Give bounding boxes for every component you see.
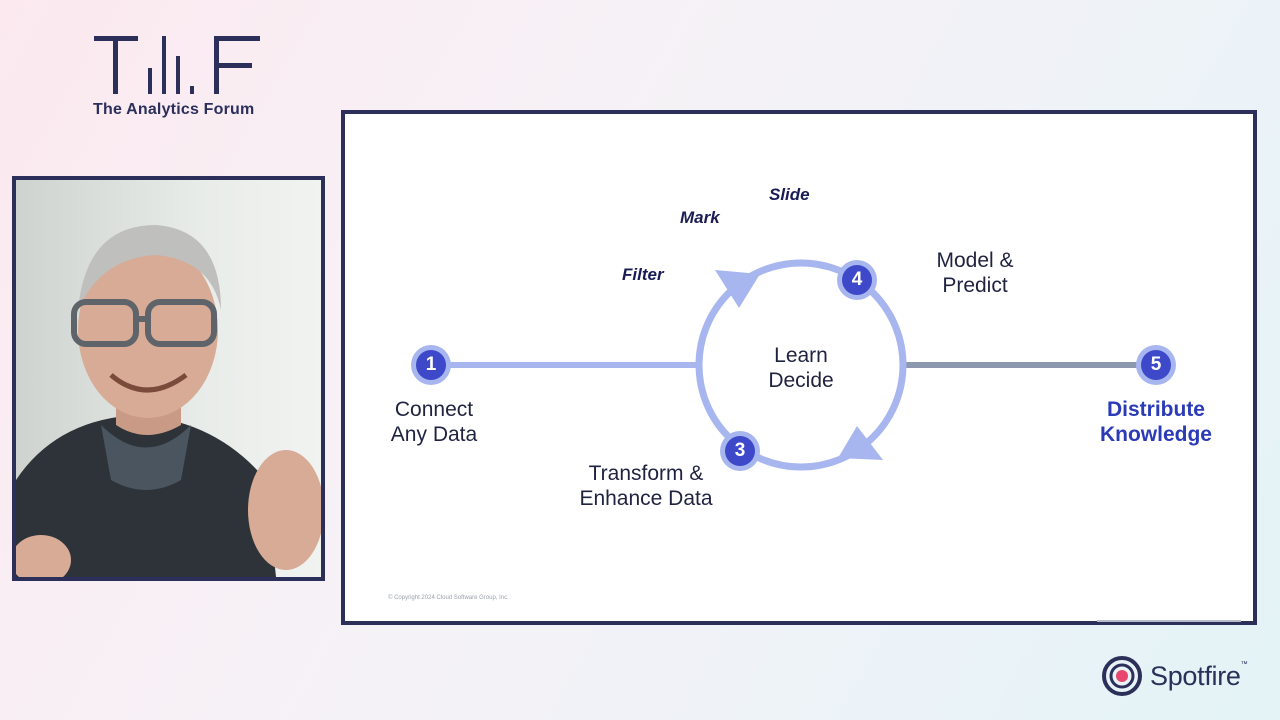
- logo-tagline: The Analytics Forum: [93, 101, 255, 118]
- step-label-4: Model & Predict: [936, 249, 1014, 297]
- step-badge-1: 1: [416, 350, 446, 380]
- action-slide: Slide: [769, 185, 810, 204]
- presentation-slide: 1 3 4 5 Connect Any Data Transform & Enh…: [341, 110, 1257, 625]
- speaker-image: [16, 180, 321, 577]
- step-label-3: Transform & Enhance Data: [579, 462, 713, 510]
- cycle-circle: [695, 259, 907, 471]
- copyright-text: © Copyright 2024 Cloud Software Group, I…: [388, 595, 509, 601]
- step-label-5: Distribute Knowledge: [1099, 398, 1212, 446]
- step-badge-3: 3: [725, 436, 755, 466]
- cycle-center-label: Learn Decide: [768, 344, 834, 392]
- workflow-diagram: [431, 259, 1155, 471]
- spotfire-brand: Spotfire™: [1102, 656, 1262, 696]
- cycle-arrow-bottom: [838, 426, 883, 460]
- step-label-1: Connect Any Data: [390, 398, 478, 446]
- slide-progress-bar: [1097, 620, 1241, 622]
- speaker-video: [12, 176, 325, 581]
- step-badge-5: 5: [1141, 350, 1171, 380]
- spotfire-logo-icon: [1102, 656, 1142, 696]
- brand-name: Spotfire™: [1150, 660, 1248, 691]
- action-filter: Filter: [622, 265, 664, 284]
- action-mark: Mark: [680, 208, 720, 227]
- tf-logo: [94, 36, 260, 94]
- step-badge-4: 4: [842, 265, 872, 295]
- cycle-arrow-top: [715, 270, 760, 308]
